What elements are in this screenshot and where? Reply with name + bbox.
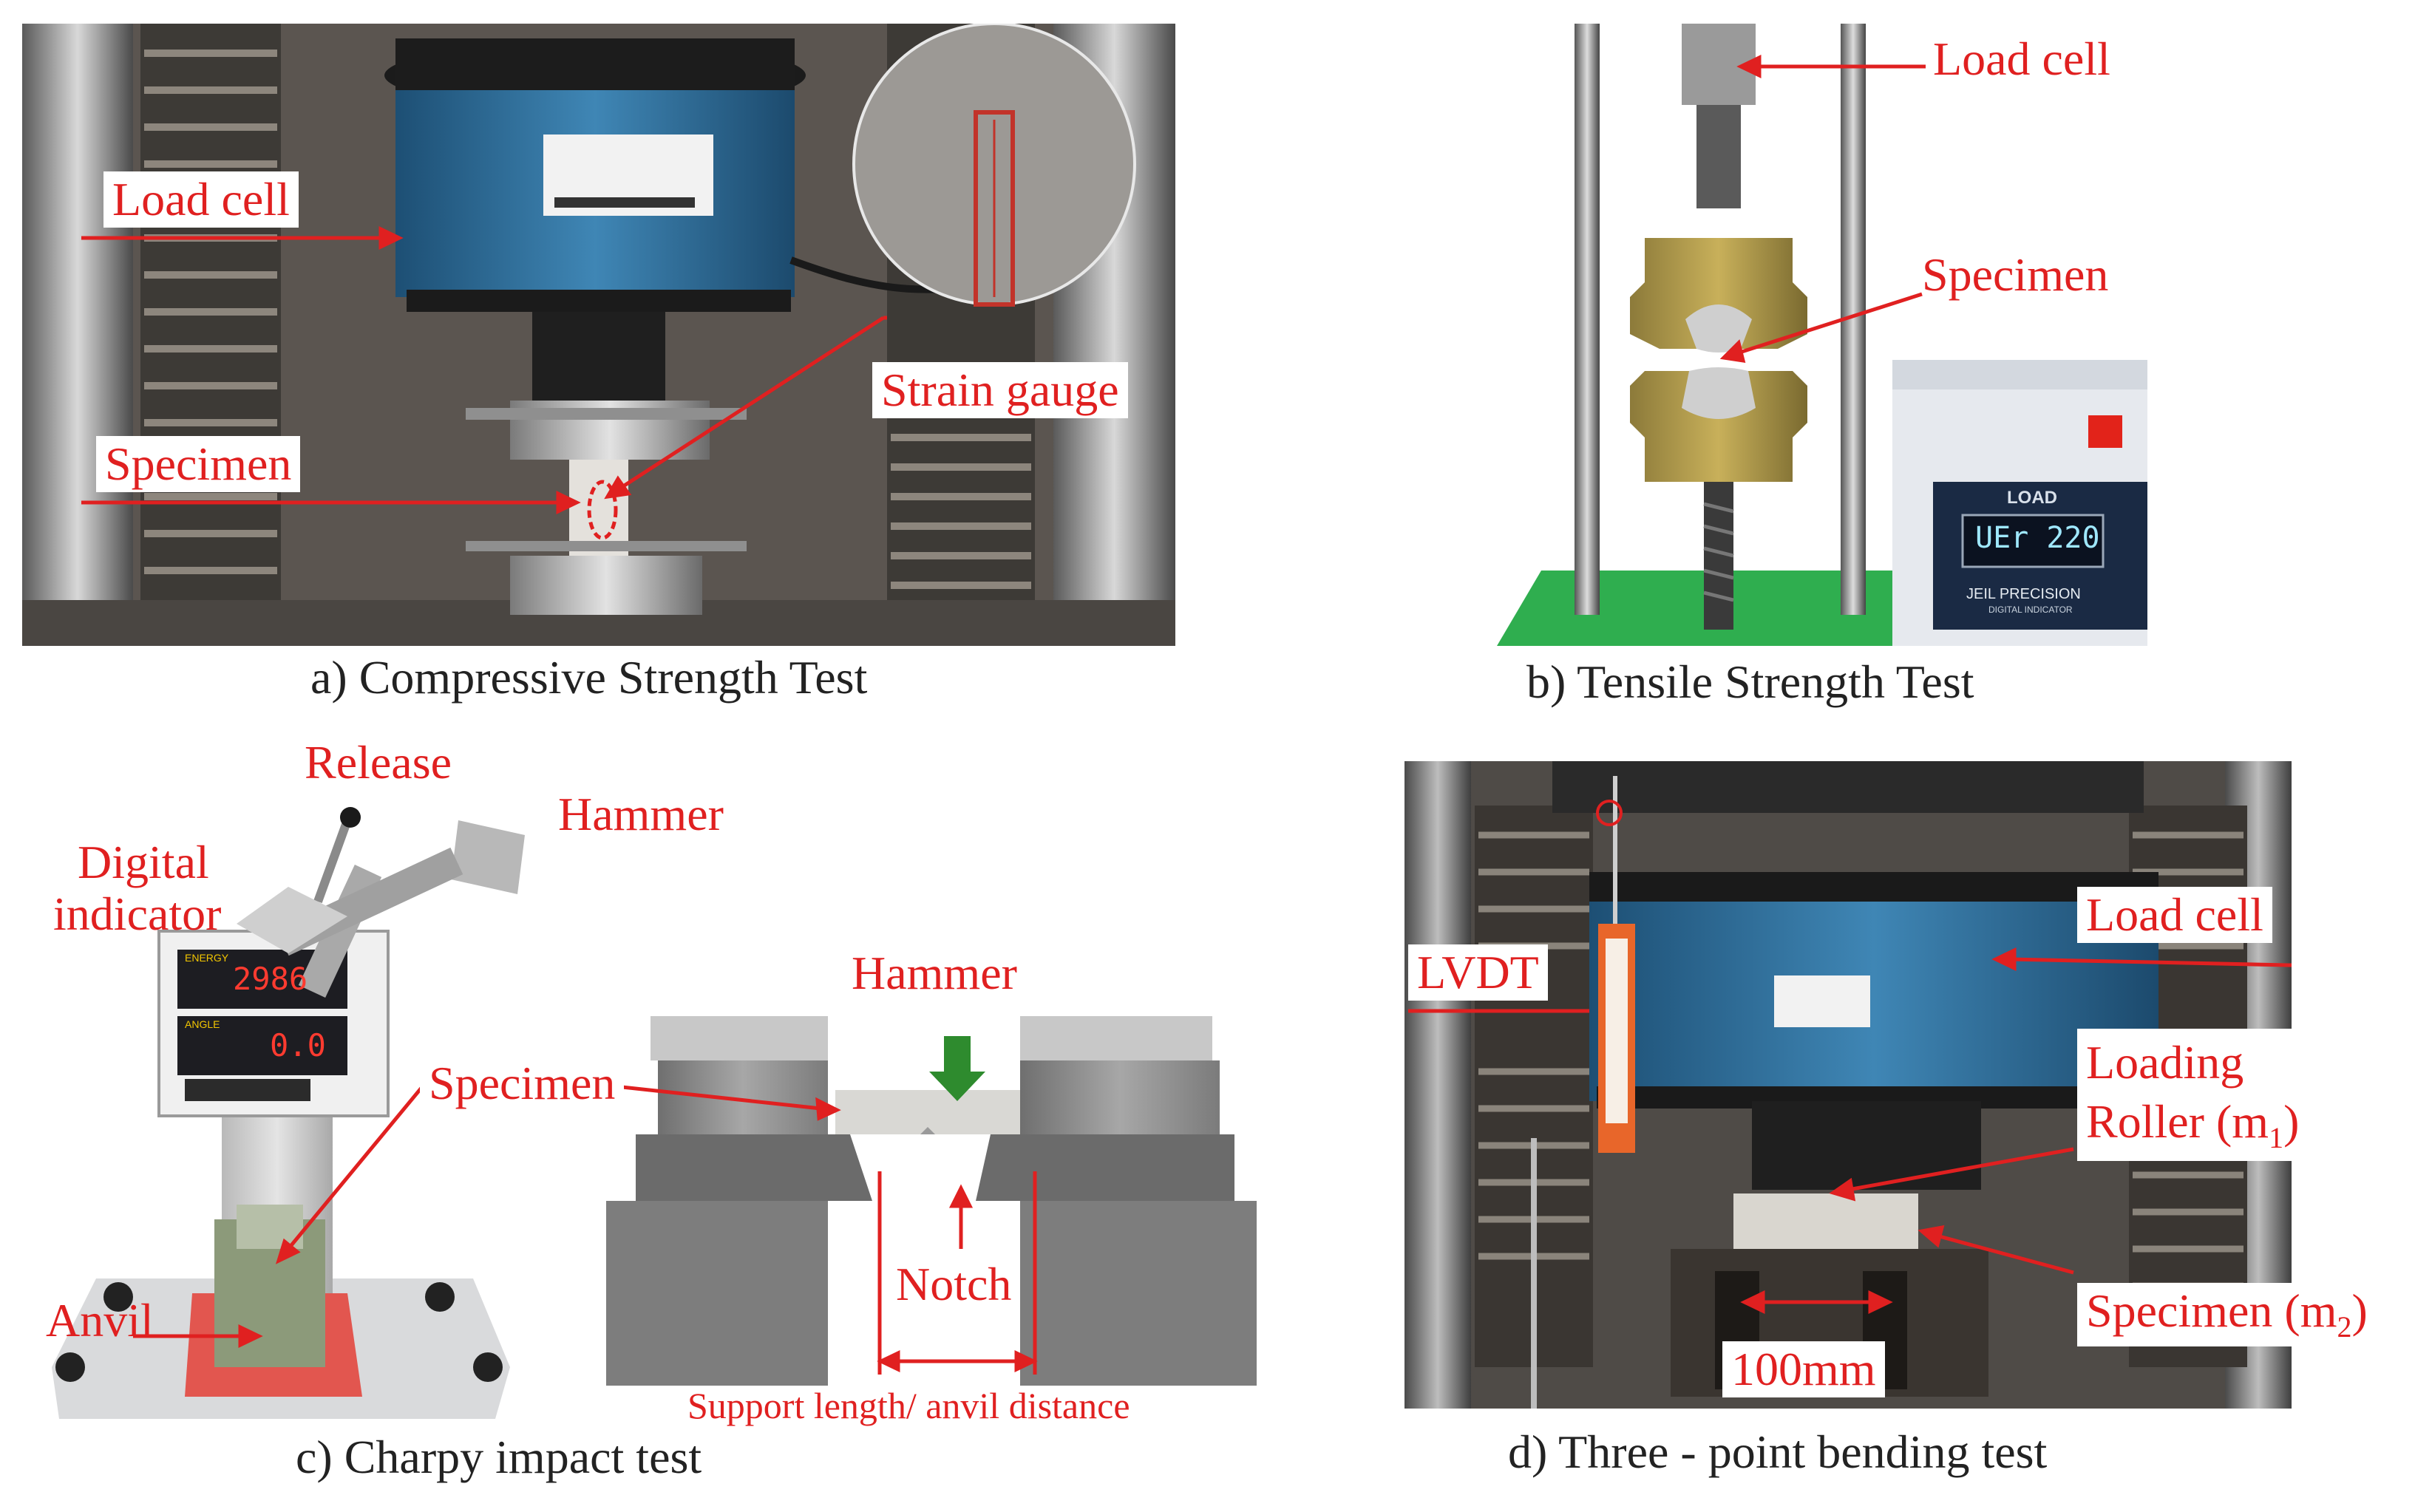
panel-c-specimen-label: Specimen bbox=[420, 1055, 625, 1111]
charpy-machine-photo bbox=[37, 806, 540, 1419]
indicator-load-value: UEr 220 bbox=[1975, 521, 2100, 555]
hammer-down-arrow bbox=[929, 1036, 985, 1101]
panel-c-release-label: Release bbox=[305, 736, 452, 789]
charpy-angle-value: 0.0 bbox=[270, 1027, 326, 1063]
charpy-machine-illustration bbox=[52, 807, 525, 1419]
panel-b-specimen-label: Specimen bbox=[1922, 248, 2109, 301]
panel-d-loading-roller-label: Loading Roller (m1) bbox=[2077, 1029, 2309, 1161]
panel-c-hammer-closeup-label: Hammer bbox=[852, 947, 1017, 999]
charpy-anvil-illustration bbox=[606, 1016, 1257, 1386]
panel-d-specimen-label: Specimen (m2) bbox=[2077, 1283, 2377, 1346]
panel-b-load-cell-label: Load cell bbox=[1933, 33, 2110, 85]
roller-text: Roller (m bbox=[2086, 1095, 2269, 1148]
panel-b-caption: b) Tensile Strength Test bbox=[1526, 655, 1974, 708]
panel-c-notch-label: Notch bbox=[887, 1256, 1021, 1312]
indicator-brand: JEIL PRECISION bbox=[1966, 586, 2081, 602]
specimen-close-paren: ) bbox=[2351, 1284, 2368, 1337]
panel-c-support-length-label: Support length/ anvil distance bbox=[687, 1385, 1130, 1426]
indicator-subtitle: DIGITAL INDICATOR bbox=[1988, 605, 2073, 615]
charpy-energy-label: ENERGY bbox=[185, 952, 229, 964]
panel-a-load-cell-label: Load cell bbox=[103, 171, 299, 228]
panel-a-strain-gauge-label: Strain gauge bbox=[872, 362, 1128, 418]
panel-d-caption: d) Three - point bending test bbox=[1508, 1426, 2048, 1478]
tensile-machine-illustration bbox=[1497, 24, 2147, 646]
panel-c-caption: c) Charpy impact test bbox=[296, 1431, 702, 1483]
tensile-test-photo bbox=[1497, 24, 2147, 646]
panel-d-lvdt-label: LVDT bbox=[1408, 944, 1548, 1001]
panel-c-anvil-label: Anvil bbox=[46, 1294, 154, 1346]
panel-d-load-cell-label: Load cell bbox=[2077, 887, 2272, 943]
loading-text: Loading bbox=[2086, 1036, 2244, 1089]
charpy-energy-value: 2986 bbox=[233, 961, 308, 997]
charpy-angle-label: ANGLE bbox=[185, 1018, 220, 1030]
roller-close-paren: ) bbox=[2283, 1095, 2300, 1148]
panel-d-span-label: 100mm bbox=[1722, 1341, 1885, 1397]
panel-c-digital-indicator-label-line1: Digital bbox=[78, 836, 209, 888]
indicator-load-header: LOAD bbox=[2007, 488, 2057, 508]
panel-c-hammer-label: Hammer bbox=[558, 788, 724, 840]
panel-a-specimen-label: Specimen bbox=[96, 436, 301, 492]
specimen-text: Specimen (m bbox=[2086, 1284, 2337, 1337]
charpy-anvil-closeup-photo bbox=[606, 1016, 1257, 1386]
panel-a-caption: a) Compressive Strength Test bbox=[310, 651, 868, 704]
specimen-subscript: 2 bbox=[2337, 1310, 2352, 1344]
roller-subscript: 1 bbox=[2269, 1120, 2284, 1154]
panel-c-digital-indicator-label-line2: indicator bbox=[53, 888, 222, 940]
